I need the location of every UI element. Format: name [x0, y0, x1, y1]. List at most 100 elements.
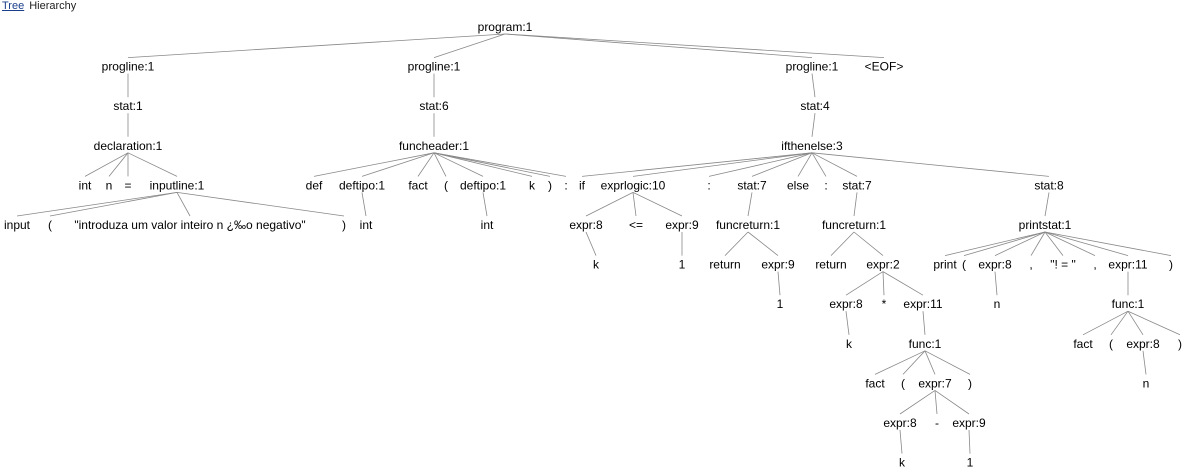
tree-edge	[853, 192, 858, 217]
tree-edge	[924, 350, 971, 375]
tree-edge	[934, 390, 938, 415]
tree-edge	[176, 192, 345, 217]
tree-node-symbol: *	[882, 297, 887, 311]
tree-node-symbol: )	[548, 178, 552, 192]
tree-node-inputline-1: inputline:1	[150, 178, 205, 192]
tree-node-fact: fact	[408, 178, 428, 192]
tree-node-expr-9: expr:9	[952, 416, 986, 430]
tree-edge	[127, 33, 506, 58]
tree-edge	[361, 152, 435, 177]
view-tabs: Tree Hierarchy	[2, 0, 81, 12]
tree-node-stat-7: stat:7	[842, 178, 872, 192]
tree-node-print: print	[933, 258, 957, 272]
tree-node-symbol: (	[901, 376, 905, 390]
tree-node-int: int	[360, 218, 373, 232]
tree-edge	[1082, 310, 1129, 336]
tree-node-return: return	[815, 258, 846, 272]
tree-edge	[845, 311, 850, 335]
tab-tree[interactable]: Tree	[2, 0, 25, 12]
tree-edge	[853, 231, 884, 256]
tree-edge	[1044, 231, 1129, 256]
tree-node-expr-8: expr:8	[829, 297, 863, 311]
tree-edge	[127, 152, 178, 177]
tree-edge	[797, 152, 813, 177]
tree-edge	[874, 350, 926, 375]
tree-edge	[1127, 310, 1181, 336]
tree-node-deftipo-1: deftipo:1	[460, 178, 506, 192]
tree-node-symbol: "! = "	[1050, 258, 1076, 272]
tree-edge	[585, 231, 597, 256]
tree-edge	[1044, 231, 1064, 256]
tree-node-1: 1	[967, 456, 974, 470]
tree-edge	[585, 192, 634, 217]
tree-edge	[632, 192, 683, 217]
tree-edge	[899, 390, 936, 415]
tree-node-symbol: -	[935, 416, 939, 430]
tree-edge	[1110, 310, 1129, 336]
tree-edge	[811, 113, 816, 137]
tree-edges	[16, 33, 1181, 454]
tree-node-deftipo-1: deftipo:1	[339, 178, 385, 192]
tree-node-expr-9: expr:9	[761, 258, 795, 272]
tree-node-symbol: (	[1109, 337, 1113, 351]
tree-edge	[811, 152, 1050, 177]
tree-node-expr-8: expr:8	[569, 218, 603, 232]
tree-node-else: else	[787, 178, 809, 192]
tree-edge	[1044, 192, 1050, 217]
tree-edge	[84, 152, 129, 177]
tree-nodes: program:1progline:1stat:1declaration:1in…	[4, 20, 1182, 470]
tree-edge	[963, 231, 1046, 256]
tab-hierarchy[interactable]: Hierarchy	[29, 0, 77, 12]
tree-edge	[632, 192, 637, 217]
tree-node-if: if	[579, 178, 586, 192]
tree-node-int: int	[79, 178, 92, 192]
tree-node-expr-8: expr:8	[883, 416, 917, 430]
tree-node-1: 1	[679, 258, 686, 272]
tree-node-symbol: =	[124, 178, 131, 192]
tree-node-stat-7: stat:7	[737, 178, 767, 192]
tree-node-symbol: (	[962, 258, 966, 272]
tree-edge	[747, 231, 779, 256]
tree-edge	[433, 152, 533, 177]
tree-node-stat-1: stat:1	[113, 99, 143, 113]
tree-node-def: def	[306, 178, 323, 192]
tree-edge	[708, 152, 813, 177]
tree-node-symbol: :	[824, 178, 827, 192]
tree-edge	[968, 429, 971, 454]
tree-edge	[632, 152, 813, 177]
tree-node-symbol: ,	[1029, 258, 1032, 272]
tree-node-int: int	[481, 218, 494, 232]
tree-node-k: k	[846, 337, 853, 351]
tree-node-symbol: )	[1169, 258, 1173, 272]
tree-edge	[49, 192, 178, 217]
tree-edge	[845, 271, 884, 296]
tree-edge	[433, 152, 484, 177]
tree-node-k: k	[529, 178, 536, 192]
tree-node-symbol: :	[564, 178, 567, 192]
tree-node-stat-8: stat:8	[1034, 178, 1064, 192]
tree-node-introduza-um-valor-inteiro-n-o-negativo: "introduza um valor inteiro n ¿‰o negati…	[74, 218, 305, 232]
tree-node-symbol: )	[342, 218, 346, 232]
tree-node-symbol: )	[1178, 337, 1182, 351]
tree-node-1: 1	[777, 297, 784, 311]
tree-node-input: input	[4, 218, 31, 232]
tree-edge	[482, 192, 488, 217]
tree-edge	[811, 152, 858, 177]
tree-node-symbol: <=	[629, 218, 643, 232]
tree-node-n: n	[994, 297, 1001, 311]
tree-node-printstat-1: printstat:1	[1019, 218, 1072, 232]
tree-edge	[581, 152, 813, 177]
tree-node-program-1: program:1	[478, 20, 533, 34]
tree-node-stat-6: stat:6	[419, 99, 449, 113]
tree-edge	[1030, 231, 1046, 256]
tree-node-declaration-1: declaration:1	[94, 139, 163, 153]
tree-edge	[944, 231, 1046, 256]
tree-edge	[830, 231, 855, 256]
tree-edge	[899, 429, 903, 454]
tree-node-ifthenelse-3: ifthenelse:3	[781, 139, 843, 153]
tree-edge	[747, 192, 753, 217]
tree-edge	[934, 390, 970, 415]
tree-node-func-1: func:1	[1112, 297, 1145, 311]
tree-edge	[176, 192, 191, 217]
